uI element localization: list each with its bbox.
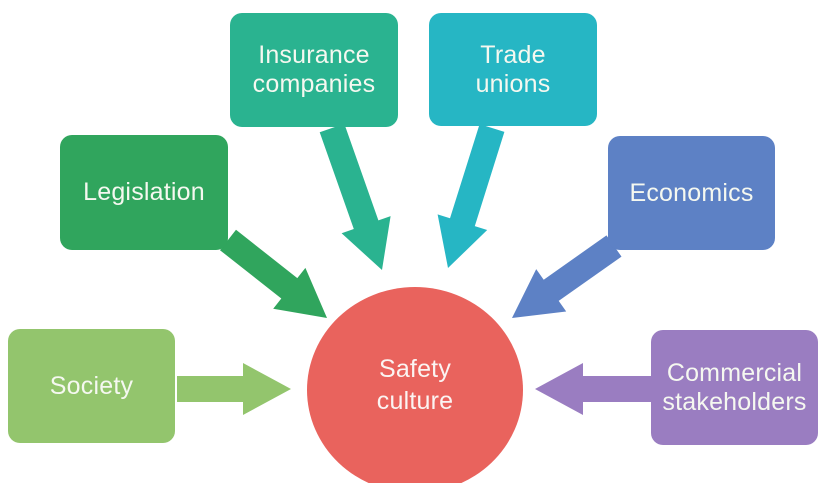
node-safety-culture: Safety culture	[307, 287, 523, 483]
node-legislation: Legislation	[60, 135, 228, 250]
arrow-insurance-companies-icon	[319, 123, 391, 270]
node-economics: Economics	[608, 136, 775, 250]
arrow-legislation-icon	[220, 229, 327, 318]
node-trade-unions: Trade unions	[429, 13, 597, 126]
node-commercial-stakeholders-label: Commercial stakeholders	[662, 358, 807, 416]
arrow-commercial-stakeholders-icon	[535, 363, 651, 415]
node-society: Society	[8, 329, 175, 443]
arrow-society-icon	[177, 363, 291, 415]
node-society-label: Society	[49, 371, 134, 400]
arrow-economics-icon	[512, 235, 622, 318]
node-insurance-companies: Insurance companies	[230, 13, 398, 127]
safety-culture-circle	[307, 287, 523, 483]
node-economics-label: Economics	[629, 178, 754, 207]
arrow-trade-unions-icon	[437, 124, 505, 268]
node-legislation-label: Legislation	[83, 178, 205, 206]
node-safety-culture-label: Safety culture	[376, 354, 454, 416]
node-trade-unions-label: Trade unions	[475, 40, 551, 98]
node-commercial-stakeholders: Commercial stakeholders	[651, 330, 818, 445]
node-insurance-companies-label: Insurance companies	[252, 41, 376, 98]
